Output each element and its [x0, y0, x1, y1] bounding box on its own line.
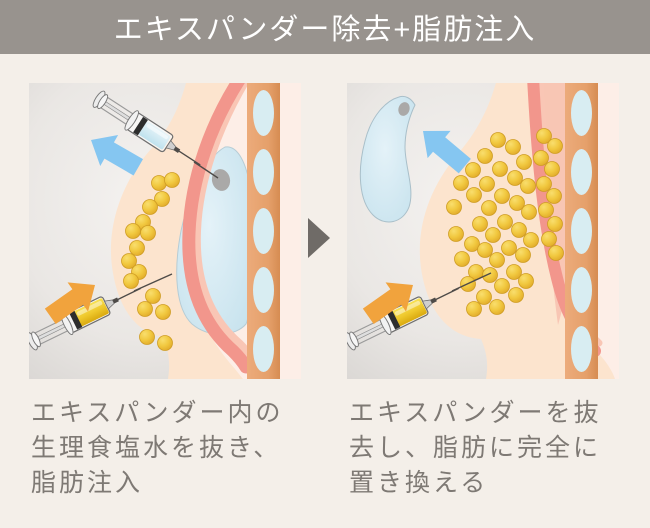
fat-cell-dot [123, 273, 139, 289]
fat-cells [446, 128, 564, 317]
caption-line: エキスパンダー内の [31, 399, 284, 427]
fat-cell-dot [145, 288, 161, 304]
fat-cell-dot [492, 161, 508, 177]
caption-before: エキスパンダー内の 生理食塩水を抜き、 脂肪注入 [31, 396, 339, 501]
fat-cell-dot [494, 188, 510, 204]
fat-cell-dot [536, 128, 552, 144]
rib-cage-icon [247, 83, 280, 379]
fat-cell-dot [139, 329, 155, 345]
fat-cell-dot [497, 214, 513, 230]
fat-cell-dot [464, 236, 480, 252]
panel-before [29, 83, 301, 379]
fat-cell-dot [476, 289, 492, 305]
page-title: エキスパンダー除去+脂肪注入 [113, 14, 537, 46]
fat-cell-dot [546, 188, 562, 204]
muscle-layer [182, 83, 258, 374]
fat-cell-dot [485, 227, 501, 243]
fat-cell-dot [465, 162, 481, 178]
injection-port-icon [398, 102, 410, 116]
fat-cell-dot [544, 161, 560, 177]
fat-cell-dot [164, 172, 180, 188]
after-illustration [347, 83, 619, 379]
fat-cell-dot [481, 200, 497, 216]
fat-cell-dot [155, 304, 171, 320]
fat-cell-dot [448, 226, 464, 242]
fat-cell-dot [157, 335, 173, 351]
fat-cell-dot [446, 199, 462, 215]
fat-cell-dot [547, 138, 563, 154]
fat-cell-dot [515, 247, 531, 263]
fat-cell-dot [466, 187, 482, 203]
fat-cell-dot [521, 204, 537, 220]
fat-cell-dot [508, 287, 524, 303]
fat-cell-dot [477, 148, 493, 164]
fat-cell-dot [501, 240, 517, 256]
rib-cage-icon [565, 83, 598, 379]
fat-cell-dot [548, 245, 564, 261]
removed-expander-icon [359, 95, 416, 223]
panel-after [347, 83, 619, 379]
caption-line: 去し、脂肪に完全に [349, 434, 602, 462]
fat-cell-dot [151, 175, 167, 191]
fat-cell-dot [547, 216, 563, 232]
fat-cell-dot [523, 232, 539, 248]
caption-line: 置き換える [349, 469, 489, 497]
fat-cell-dot [494, 278, 510, 294]
injection-port-icon [211, 169, 231, 191]
fat-cell-dot [454, 251, 470, 267]
fat-cell-dot [140, 225, 156, 241]
fat-cell-dot [507, 170, 523, 186]
caption-line: エキスパンダーを抜 [349, 399, 602, 427]
next-step-arrow-icon [308, 218, 330, 258]
header-banner: エキスパンダー除去+脂肪注入 [0, 0, 650, 54]
fat-cell-dot [125, 223, 141, 239]
fat-cell-dot [516, 154, 532, 170]
fat-cell-dot [538, 202, 554, 218]
fat-cell-dot [129, 240, 145, 256]
fat-cell-dot [533, 150, 549, 166]
fat-cell-dot [520, 178, 536, 194]
fat-cell-dot [142, 199, 158, 215]
fat-cell-dot [482, 267, 498, 283]
fat-cell-dot [477, 242, 493, 258]
fat-cell-dot [489, 252, 505, 268]
fat-cell-dot [137, 301, 153, 317]
fat-cell-dot [511, 222, 527, 238]
fat-needle-line [451, 272, 492, 292]
fat-cell-dot [154, 191, 170, 207]
fat-cell-dot [541, 231, 557, 247]
fat-cell-dot [506, 264, 522, 280]
fat-cell-dot [490, 132, 506, 148]
fat-cell-dot [453, 175, 469, 191]
fat-cells [121, 172, 180, 351]
caption-line: 生理食塩水を抜き、 [31, 434, 282, 462]
saline-needle-line [193, 161, 219, 179]
caption-after: エキスパンダーを抜 去し、脂肪に完全に 置き換える [349, 396, 650, 501]
fat-cell-dot [466, 301, 482, 317]
fat-cell-dot [479, 176, 495, 192]
fat-cell-dot [121, 253, 137, 269]
caption-line: 脂肪注入 [31, 469, 144, 497]
fat-cell-dot [509, 195, 525, 211]
fat-cell-dot [518, 273, 534, 289]
fat-cell-dot [505, 139, 521, 155]
before-illustration [29, 83, 301, 379]
fat-cell-dot [489, 299, 505, 315]
fat-cell-dot [536, 176, 552, 192]
fat-cell-dot [472, 216, 488, 232]
